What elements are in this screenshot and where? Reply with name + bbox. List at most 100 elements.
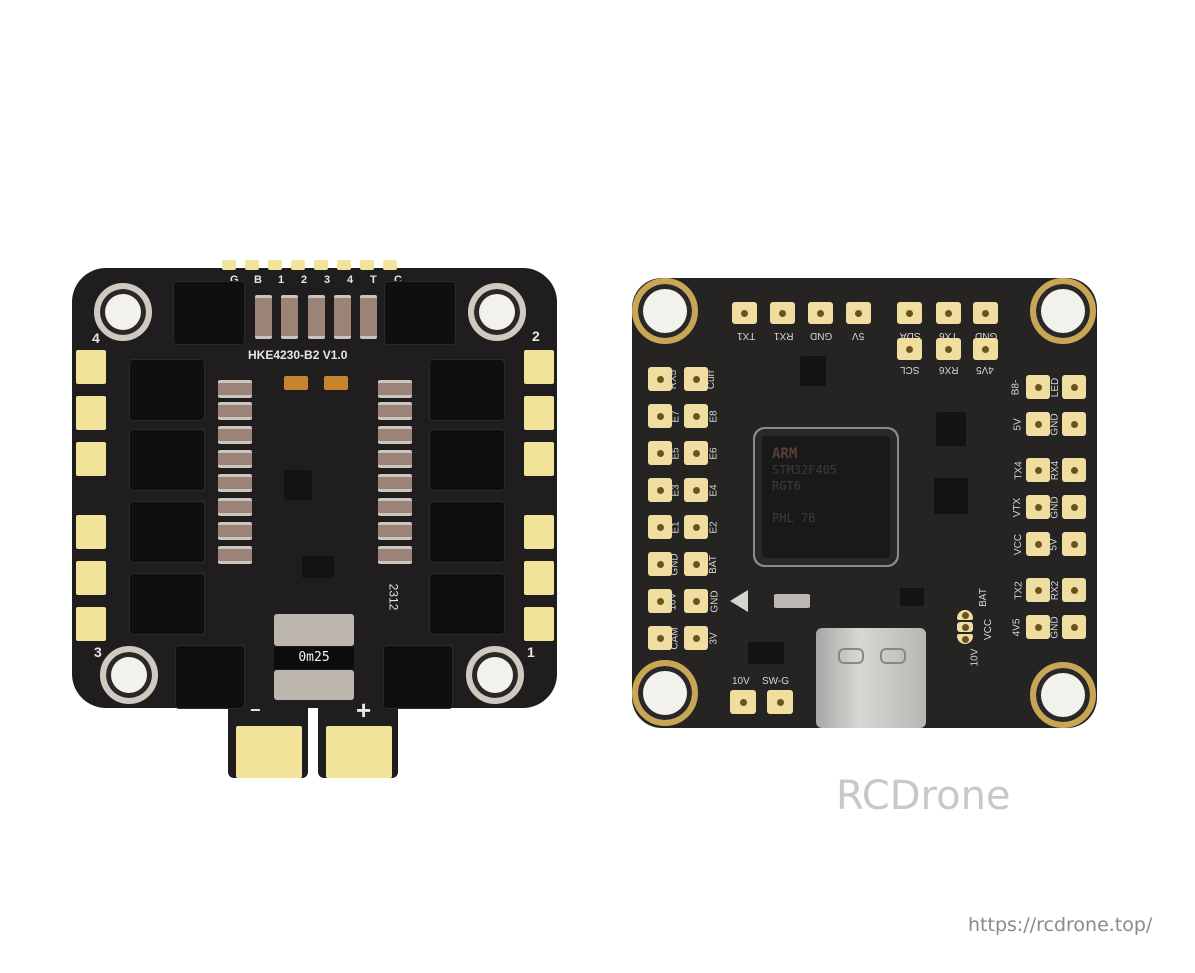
esc-connector-label-3: 3 bbox=[324, 274, 331, 286]
fc-label-b8: B8- bbox=[1010, 379, 1022, 396]
fc-pad-5v bbox=[846, 302, 871, 324]
fc-label-e6: E6 bbox=[708, 447, 720, 460]
fc-label-gnd: GND bbox=[810, 330, 833, 341]
fc-pad-4v5 bbox=[973, 338, 998, 360]
fc-pad-gnd bbox=[808, 302, 833, 324]
fc-label-rx1: RX1 bbox=[774, 330, 794, 341]
mcu-part: STM32F405 bbox=[772, 463, 838, 477]
fc-label-rx5: RX5 bbox=[668, 369, 680, 390]
fc-label-vcc: VCC bbox=[1013, 533, 1025, 556]
fc-label-e5: E5 bbox=[670, 447, 682, 460]
fc-label-bat: BAT bbox=[707, 555, 719, 574]
fc-regulator-ic bbox=[936, 412, 966, 446]
esc-mount-hole-tl bbox=[94, 283, 152, 341]
fc-label-tx2: TX2 bbox=[1013, 581, 1025, 600]
esc-date-code: 2312 bbox=[386, 583, 401, 611]
esc-mosfet bbox=[176, 646, 244, 708]
fc-label-tx4: TX4 bbox=[1013, 461, 1025, 480]
fc-label-5v: 5V bbox=[852, 330, 865, 341]
esc-bulk-capacitor bbox=[360, 295, 377, 339]
esc-mosfet bbox=[384, 646, 452, 708]
esc-mosfet bbox=[430, 574, 504, 634]
esc-mosfet bbox=[430, 502, 504, 562]
esc-power-pad-negative bbox=[236, 726, 302, 778]
esc-mount-hole-br bbox=[466, 646, 524, 704]
fc-label-4v5-r: 4V5 bbox=[1011, 618, 1023, 637]
fc-label-sel-10v: 10V bbox=[969, 648, 981, 667]
fc-label-tx1: TX1 bbox=[737, 330, 756, 341]
fc-usb-c-connector bbox=[816, 628, 926, 728]
fc-voltage-selector-vcc bbox=[957, 622, 973, 632]
fc-voltage-selector-bat bbox=[957, 610, 973, 620]
fc-pad-sda bbox=[897, 302, 922, 324]
fc-label-4v5: 4V5 bbox=[976, 364, 994, 375]
esc-positive-label: + bbox=[356, 695, 372, 725]
esc-connector-label-c: C bbox=[394, 274, 402, 286]
esc-corner-number-2: 2 bbox=[532, 328, 540, 344]
fc-label-3v: 3V bbox=[708, 632, 720, 645]
fc-pad-scl bbox=[897, 338, 922, 360]
esc-negative-label: − bbox=[250, 700, 261, 720]
esc-corner-number-4: 4 bbox=[92, 330, 100, 346]
fc-pad-tx6 bbox=[936, 302, 961, 324]
esc-regulator-ic bbox=[284, 470, 312, 500]
fc-label-e2: E2 bbox=[708, 521, 720, 534]
fc-label-sel-vcc: VCC bbox=[983, 618, 995, 641]
fc-mount-hole-br bbox=[1030, 662, 1096, 728]
fc-pad-rx1 bbox=[770, 302, 795, 324]
fc-ic bbox=[934, 478, 968, 514]
esc-mosfet bbox=[430, 430, 504, 490]
fc-mount-hole-bl bbox=[632, 660, 698, 726]
fc-label-rx4: RX4 bbox=[1050, 460, 1062, 481]
esc-current-shunt-top bbox=[274, 614, 354, 646]
esc-mosfet bbox=[130, 360, 204, 420]
esc-mosfet bbox=[385, 282, 455, 344]
fc-regulator-ic bbox=[800, 356, 826, 386]
fc-label-gnd-r3: GND bbox=[1049, 616, 1061, 639]
esc-corner-number-1: 1 bbox=[527, 644, 535, 660]
fc-label-gnd-l: GND bbox=[669, 553, 681, 576]
fc-label-5v-r: 5V bbox=[1012, 418, 1024, 431]
url-watermark: https://rcdrone.top/ bbox=[968, 914, 1153, 936]
esc-mount-hole-tr bbox=[468, 283, 526, 341]
fc-label-gnd-r2: GND bbox=[1049, 496, 1061, 519]
fc-label-e4: E4 bbox=[708, 484, 720, 497]
mcu-brand: ARM bbox=[772, 446, 798, 462]
fc-label-e3: E3 bbox=[670, 484, 682, 497]
esc-mosfet bbox=[130, 574, 204, 634]
esc-model-label: HKE4230-B2 V1.0 bbox=[248, 348, 348, 362]
esc-connector-label-g: G bbox=[230, 274, 239, 286]
esc-bulk-capacitor bbox=[281, 295, 298, 339]
esc-bulk-capacitor bbox=[308, 295, 325, 339]
fc-mount-hole-tl bbox=[632, 278, 698, 344]
esc-corner-number-3: 3 bbox=[94, 644, 102, 660]
esc-connector-label-t: T bbox=[370, 274, 377, 286]
esc-mosfet bbox=[174, 282, 244, 344]
fc-label-curr: Curr bbox=[706, 369, 718, 390]
fc-label-rx6: RX6 bbox=[939, 364, 959, 375]
mcu-lot bbox=[772, 494, 837, 510]
fc-pad-gnd2 bbox=[973, 302, 998, 324]
esc-connector-label-b: B bbox=[254, 274, 262, 286]
fc-label-scl: SCL bbox=[900, 364, 920, 375]
esc-shunt-label: 0m25 bbox=[274, 647, 354, 669]
fc-mcu-markings: ARM STM32F405 RGT6 PHL 7B bbox=[772, 446, 837, 526]
mcu-date: PHL 7B bbox=[772, 511, 816, 525]
esc-mosfet bbox=[430, 360, 504, 420]
fc-voltage-selector-10v bbox=[957, 634, 973, 644]
fc-label-10v-bottom: 10V bbox=[732, 676, 750, 687]
fc-arrow-icon bbox=[730, 590, 748, 612]
fc-label-gnd-l2: GND bbox=[709, 590, 721, 613]
fc-label-sw-g: SW-G bbox=[762, 676, 790, 687]
fc-label-vtx: VTX bbox=[1012, 497, 1024, 518]
esc-regulator-ic bbox=[302, 556, 334, 578]
fc-label-cam: CAM bbox=[669, 627, 681, 650]
fc-label-e7: E7 bbox=[670, 410, 682, 423]
esc-mount-hole-bl bbox=[100, 646, 158, 704]
esc-mosfet bbox=[130, 502, 204, 562]
brand-watermark: RCDrone bbox=[836, 773, 1011, 819]
esc-power-pad-positive bbox=[326, 726, 392, 778]
esc-current-shunt-bottom bbox=[274, 670, 354, 700]
esc-connector-label-1: 1 bbox=[278, 274, 285, 286]
fc-label-e1: E1 bbox=[670, 521, 682, 534]
